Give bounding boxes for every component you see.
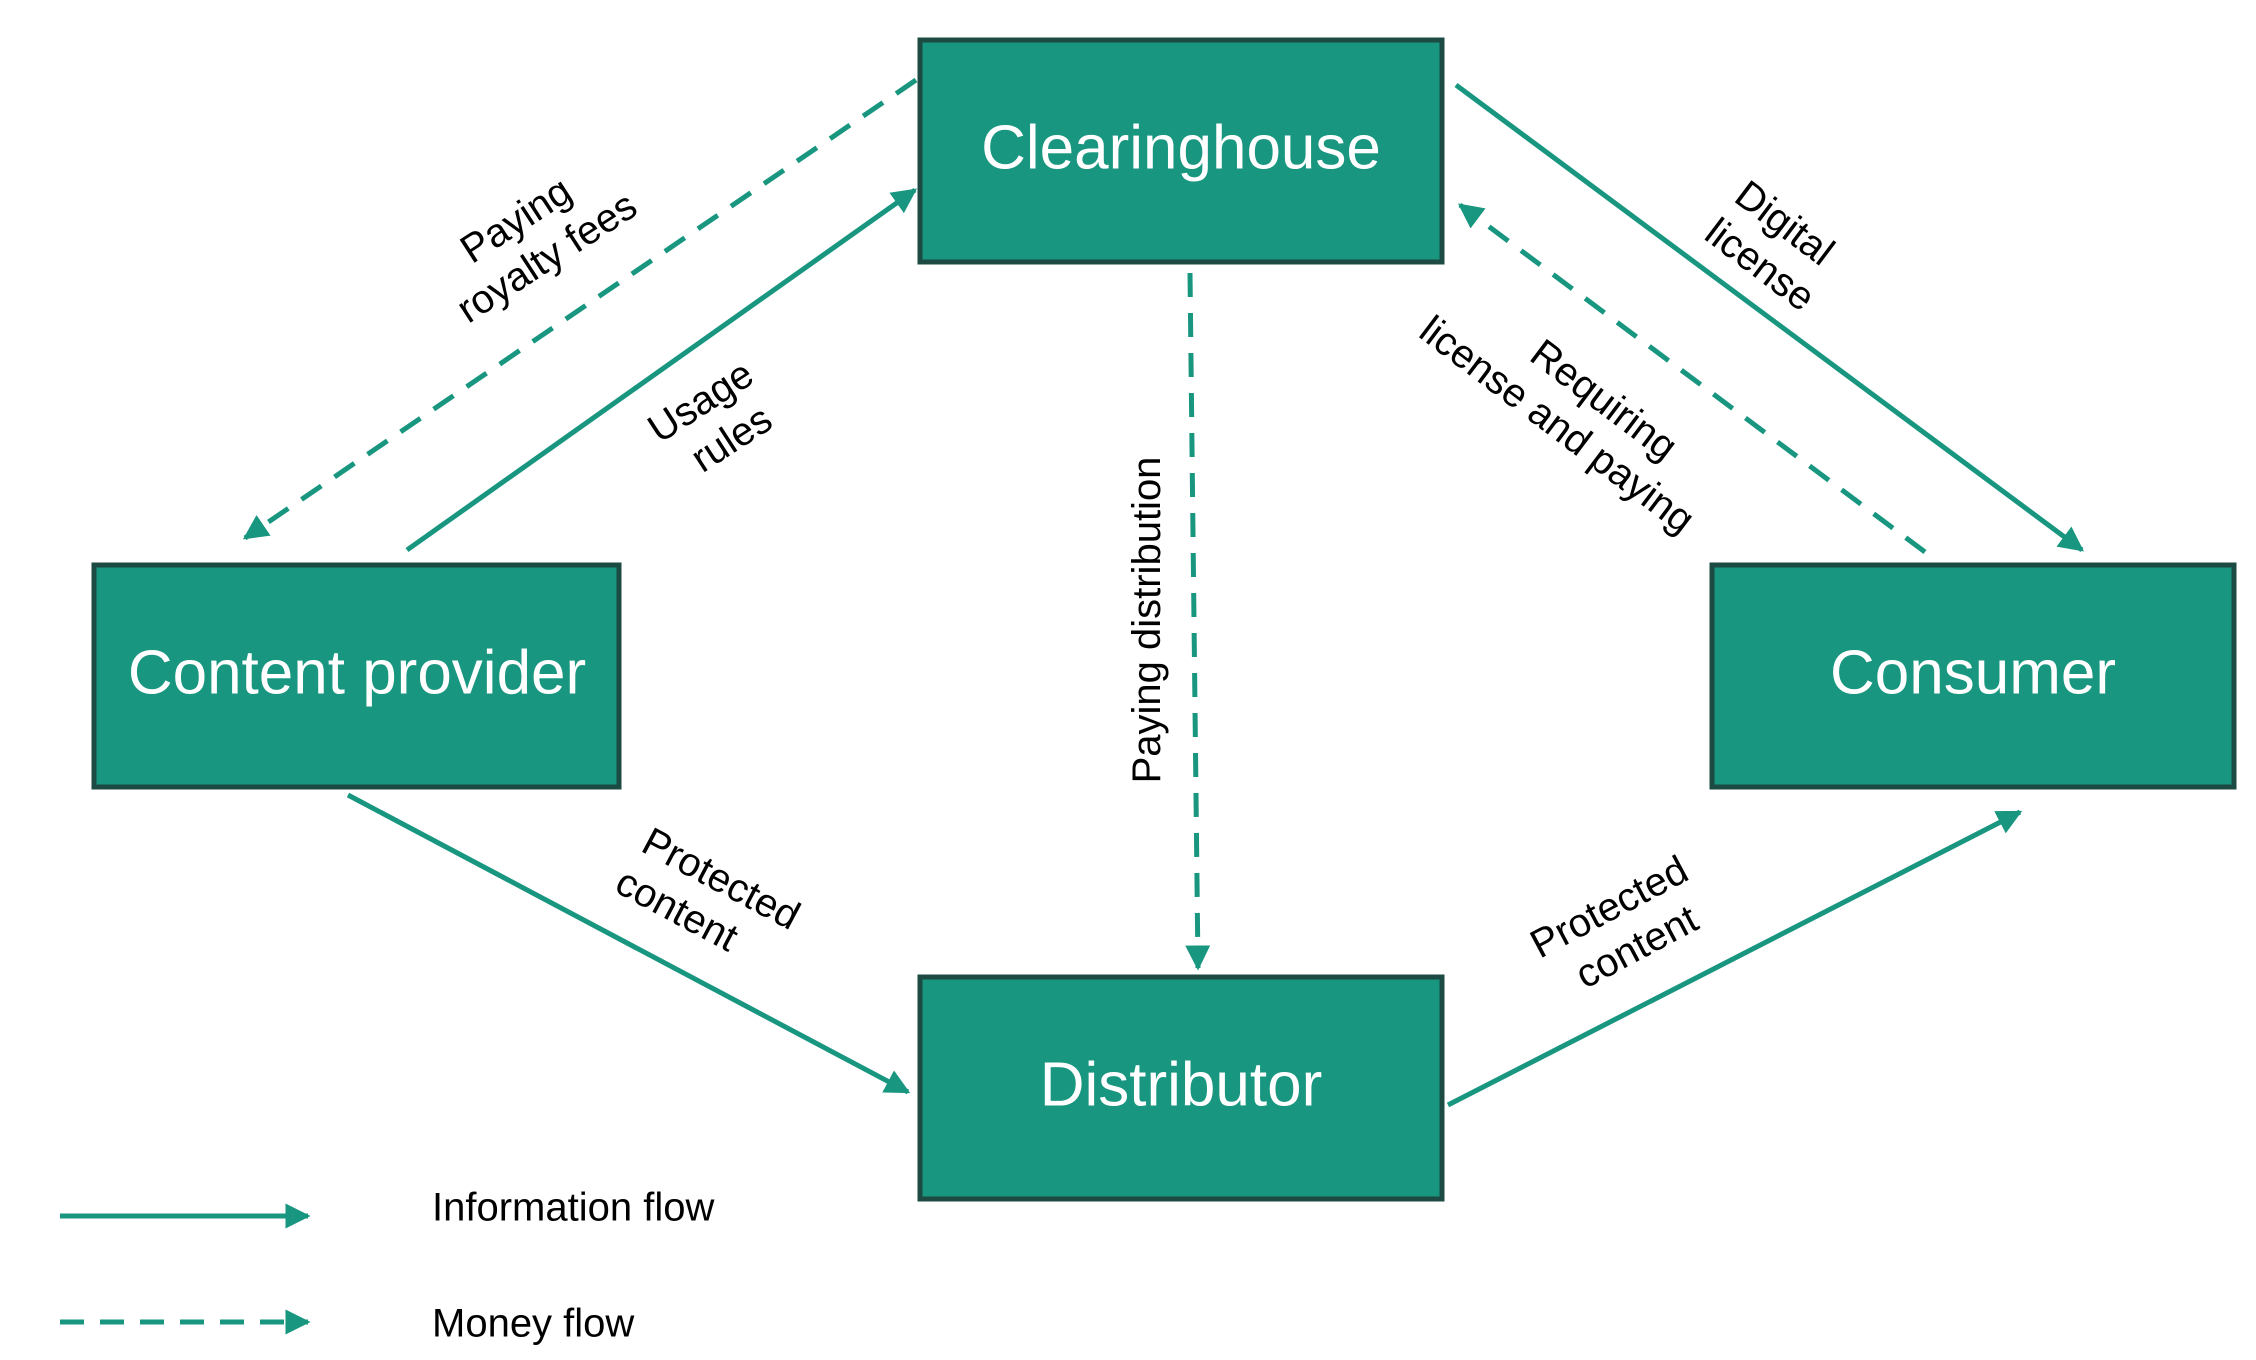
- node-distributor-label: Distributor: [1040, 1050, 1323, 1119]
- edge-paying-royalty-fees: [242, 77, 918, 541]
- node-consumer-label: Consumer: [1830, 638, 2116, 707]
- node-clearinghouse-label: Clearinghouse: [981, 113, 1381, 182]
- edge-label-paying-distribution: Paying distribution: [1125, 457, 1169, 784]
- edge-protected-content-left: [346, 792, 911, 1095]
- node-clearinghouse: Clearinghouse: [917, 37, 1445, 265]
- legend-information-flow-label: Information flow: [432, 1186, 714, 1230]
- edge-label-digital-license: Digital license: [1697, 172, 1852, 320]
- edge-label-paying-royalty-fees: Paying royalty fees: [423, 143, 645, 332]
- legend: Information flow Money flow: [60, 1186, 714, 1346]
- node-distributor: Distributor: [917, 974, 1445, 1202]
- edge-paying-distribution: [1185, 272, 1211, 971]
- edge-label-requiring-license: Requiring license and paying: [1411, 269, 1731, 542]
- node-content-provider-label: Content provider: [128, 638, 586, 707]
- edge-label-protected-content-left: Protected content: [609, 817, 817, 986]
- edge-protected-content-right: [1446, 809, 2023, 1108]
- edge-requiring-license: [1457, 202, 1927, 555]
- legend-money-flow-label: Money flow: [432, 1302, 634, 1346]
- node-content-provider: Content provider: [91, 562, 622, 790]
- edge-usage-rules: [405, 187, 918, 553]
- edge-digital-license: [1454, 82, 2085, 553]
- node-consumer: Consumer: [1709, 562, 2237, 790]
- edge-label-protected-content-right: Protected content: [1523, 842, 1727, 1009]
